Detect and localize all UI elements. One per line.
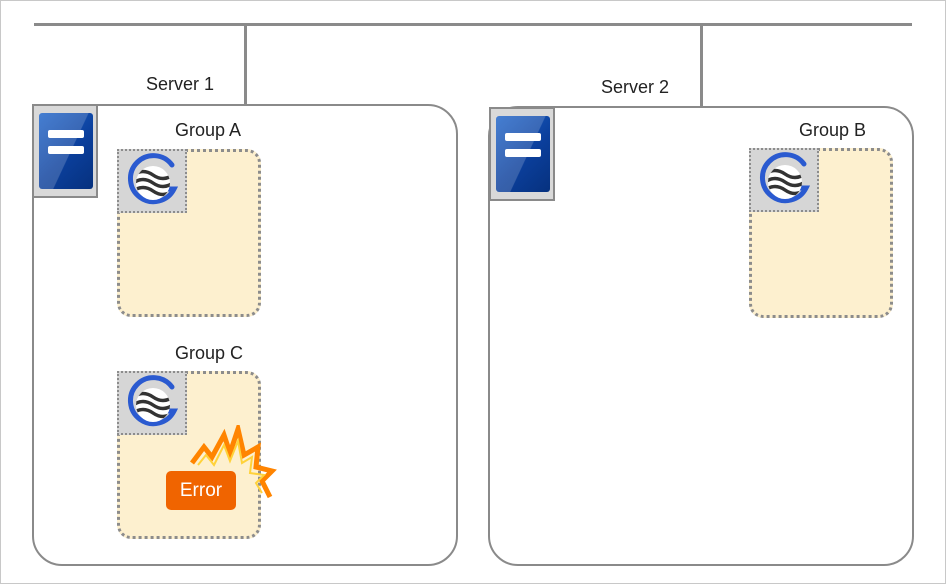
cluster-resource-icon [117,371,187,435]
server-2-label: Server 2 [601,77,670,97]
server-icon [489,107,555,201]
group-a-label: Group A [175,120,242,140]
group-c-label: Group C [175,343,244,363]
group-b-label: Group B [799,120,867,140]
error-badge: Error [166,471,236,510]
server-1-label: Server 1 [146,74,215,94]
server-icon [32,104,98,198]
server-2-link-line [700,24,703,108]
server-1-link-line [244,24,247,106]
error-burst-icon [190,425,277,499]
network-line [34,23,912,26]
cluster-resource-icon [749,148,819,212]
cluster-resource-icon [117,149,187,213]
